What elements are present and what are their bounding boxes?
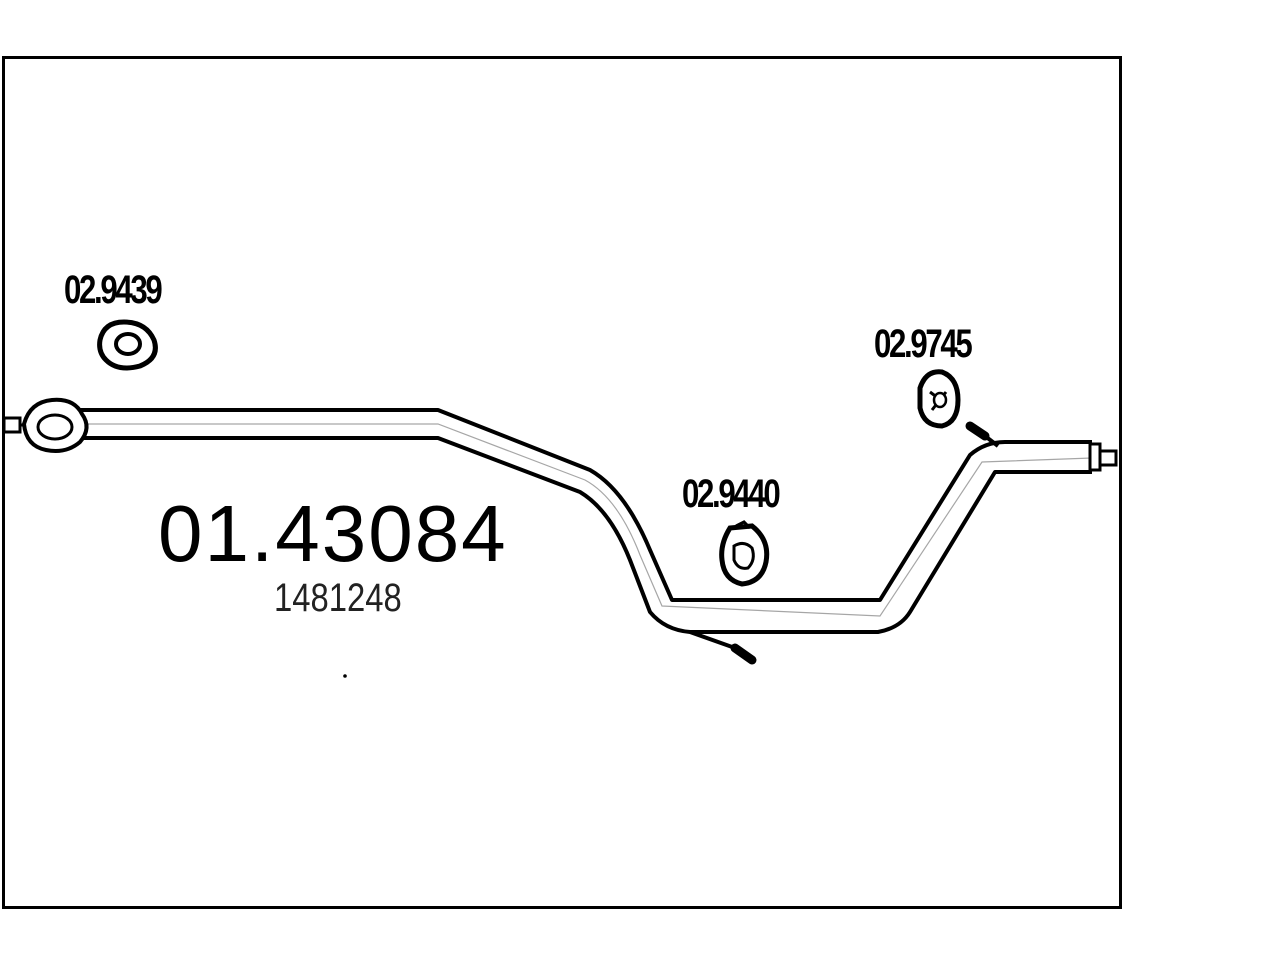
inlet-flange-icon (2, 397, 89, 453)
diagram-frame (2, 56, 1122, 909)
component-label-hanger-lower: 02.9440 (682, 472, 781, 516)
rubber-hanger-upper-icon (917, 369, 961, 429)
hanger-pin-upper-icon (965, 421, 1000, 448)
component-label-hanger-upper: 02.9745 (874, 322, 973, 366)
rubber-hanger-lower-icon (719, 520, 770, 587)
main-part-number: 01.43084 (158, 489, 508, 578)
hanger-pin-lower-icon (689, 630, 757, 665)
component-label-gasket: 02.9439 (64, 268, 163, 312)
pipe-outline-bottom (80, 436, 1092, 634)
pipe-inner-line (80, 423, 1093, 617)
gasket-ring-icon (97, 319, 158, 371)
pipe-outline-top (80, 408, 1092, 602)
pipe-end-nipple (1098, 449, 1118, 467)
oe-reference-number: 1481248 (274, 576, 402, 620)
dot-mark (343, 674, 347, 678)
